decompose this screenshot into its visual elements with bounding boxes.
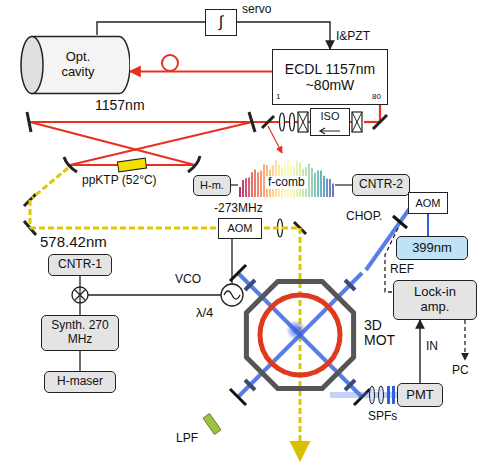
comb-tooth (263, 165, 265, 197)
fluorescence-path (203, 386, 397, 434)
comb-tooth (320, 170, 322, 197)
fiber-loop (162, 55, 178, 71)
lockin-box: Lock-in amp. (393, 280, 477, 320)
laser-box: 399nm (396, 236, 468, 260)
optical-cavity: Opt. cavity (20, 35, 130, 95)
comb-tooth (332, 184, 334, 197)
port-number: 80 (372, 93, 381, 102)
node-text: ∫ (219, 13, 223, 31)
aom-box: AOM (218, 218, 262, 239)
filter-label: LPF (176, 432, 198, 445)
connector (97, 22, 205, 35)
comb-tooth (323, 176, 325, 197)
synth-box: Synth. 270 MHz (41, 315, 119, 351)
comb-tooth (308, 164, 310, 197)
signal-label: I&PZT (336, 30, 370, 43)
connector (419, 320, 420, 383)
node-text: CNTR-1 (58, 258, 102, 272)
crystal-label: ppKTP (52°C) (82, 174, 157, 187)
isolator-box: ISO (310, 108, 350, 136)
connector (79, 276, 80, 315)
servo-integrator: ∫ (205, 9, 237, 36)
wavelength-label: 1157nm (95, 98, 145, 113)
comb-tooth (254, 170, 256, 197)
wavelength-label: 578.42nm (40, 234, 107, 251)
signal-label: REF (390, 263, 414, 276)
comb-label: f-comb (266, 176, 307, 189)
chopper-label: CHOP. (346, 210, 382, 223)
comb-tooth (260, 171, 262, 197)
vco-label: VCO (175, 273, 201, 286)
comb-tooth (257, 172, 259, 197)
maser-box: H-m. (193, 175, 231, 196)
node-text: 399nm (412, 241, 452, 256)
optics (24, 112, 387, 237)
counter-box: CNTR-2 (352, 174, 410, 196)
node-text: Synth. 270 MHz (48, 319, 112, 347)
connector (237, 22, 330, 49)
ir-beam (30, 105, 380, 165)
laser-box: ECDL 1157nm ~80mW (272, 49, 388, 105)
node-text: Opt. cavity (48, 50, 108, 80)
frequency-comb (240, 160, 333, 197)
mot-label: 3D MOT (364, 318, 402, 349)
comb-tooth (242, 180, 244, 197)
waveplate-label: λ/4 (196, 306, 213, 320)
aom-box: AOM (408, 192, 448, 214)
comb-tooth (317, 171, 319, 197)
counter-box: CNTR-1 (48, 254, 112, 276)
comb-tooth (326, 179, 328, 197)
node-text: H-m. (200, 179, 224, 192)
node-text: AOM (415, 197, 440, 210)
frequency-label: -273MHz (214, 202, 263, 215)
connector (79, 351, 80, 371)
signal-label: IN (426, 340, 438, 353)
comb-tooth (329, 179, 331, 197)
maser-box: H-maser (44, 371, 116, 393)
node-text: PMT (406, 388, 433, 403)
port-number: 1 (276, 93, 280, 102)
yellow-beam (30, 168, 300, 460)
comb-tooth (314, 173, 316, 197)
connector (427, 214, 429, 236)
output-label: PC (452, 364, 469, 377)
comb-tooth (245, 178, 247, 197)
node-text: AOM (227, 222, 252, 235)
node-text: ECDL 1157nm ~80mW (280, 61, 380, 93)
cylinder-end (21, 37, 43, 94)
connector (130, 70, 272, 72)
comb-tooth (248, 177, 250, 197)
node-text: CNTR-2 (359, 178, 403, 192)
pmt-box: PMT (397, 383, 443, 407)
node-text: H-maser (57, 375, 103, 389)
comb-tooth (239, 187, 241, 197)
comb-tooth (251, 172, 253, 197)
node-text: Lock-in amp. (400, 285, 470, 315)
filter-label: SPFs (368, 410, 397, 423)
cylinder-body (31, 37, 130, 94)
comb-tooth (311, 168, 313, 197)
signal-label: servo (242, 3, 271, 16)
node-text: ISO (321, 110, 340, 123)
